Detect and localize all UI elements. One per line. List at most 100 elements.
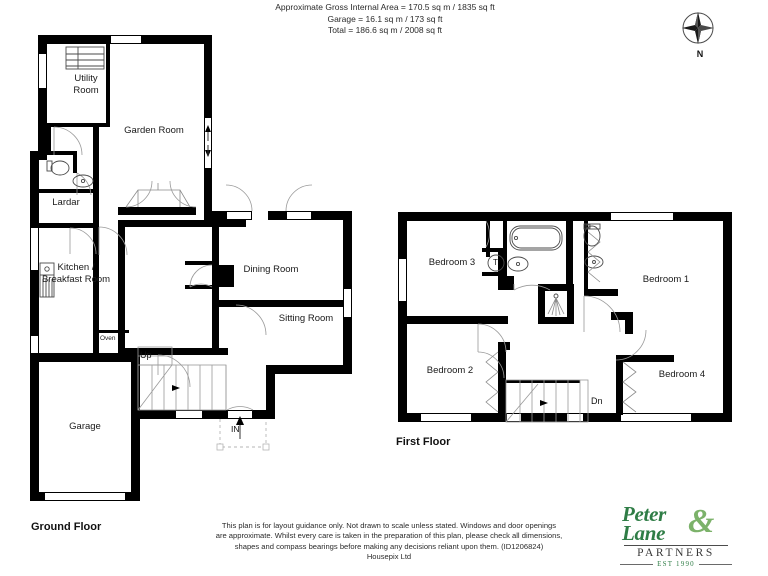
internal-wall: [498, 342, 506, 415]
internal-wall: [118, 348, 228, 355]
wall-segment: [398, 413, 420, 422]
area-summary: Approximate Gross Internal Area = 170.5 …: [240, 2, 530, 37]
tank-cupboard-label: T: [493, 258, 498, 267]
window-opening: [610, 212, 674, 221]
compass-north-label: N: [696, 49, 704, 59]
internal-wall: [93, 223, 99, 353]
wall-segment: [30, 151, 39, 227]
wall-segment: [266, 365, 352, 374]
internal-wall: [482, 272, 502, 276]
wall-segment: [30, 353, 140, 362]
wall-segment: [266, 365, 275, 419]
window-opening: [110, 35, 142, 44]
internal-wall: [538, 284, 574, 291]
ground-floor-details: [39, 46, 313, 451]
compass-rose-icon: [682, 12, 714, 44]
first-floor-plan: Bedroom 3 Bedroom 1 Bedroom 2 Bedroom 4 …: [398, 212, 738, 430]
internal-wall: [93, 127, 99, 249]
wall-segment: [343, 318, 352, 374]
window-opening: [398, 258, 407, 302]
logo-ampersand: &: [688, 503, 715, 540]
logo-dash-left: [620, 563, 654, 565]
stairs-down-label: Dn: [591, 396, 603, 406]
internal-wall: [538, 284, 545, 324]
gross-internal-area-text: Approximate Gross Internal Area = 170.5 …: [275, 2, 495, 12]
internal-wall: [93, 330, 129, 333]
wall-segment: [312, 211, 352, 220]
logo-wordmark: Peter Lane &: [620, 502, 732, 545]
first-floor-title: First Floor: [396, 436, 451, 448]
logo-established-row: EST 1990: [620, 560, 733, 568]
room-label-dining-room: Dining Room: [243, 264, 299, 275]
internal-wall: [506, 380, 580, 383]
internal-wall: [567, 284, 574, 324]
total-area-text: Total = 186.6 sq m / 2008 sq ft: [327, 25, 443, 35]
internal-wall: [503, 221, 507, 287]
first-floor-details: [477, 220, 647, 423]
window-opening: [506, 413, 522, 422]
garage-area-text: Garage = 16.1 sq m / 173 sq ft: [327, 13, 443, 24]
compass: N: [672, 8, 728, 66]
logo-line-2: Lane: [622, 521, 666, 545]
window-opening: [175, 410, 203, 419]
wall-segment: [212, 211, 226, 220]
room-label-utility-room: Utility Room: [73, 73, 99, 96]
wall-segment: [131, 410, 175, 419]
wall-segment: [38, 35, 110, 44]
wall-segment: [398, 212, 407, 258]
disclaimer: This plan is for layout guidance only. N…: [186, 521, 592, 563]
internal-wall: [131, 348, 138, 410]
internal-wall: [118, 220, 125, 355]
disclaimer-line-1: This plan is for layout guidance only. N…: [221, 521, 557, 530]
window-opening: [566, 413, 584, 422]
internal-wall: [212, 220, 219, 355]
wall-segment: [203, 410, 227, 419]
ground-floor-title: Ground Floor: [31, 521, 102, 533]
window-opening: [343, 288, 352, 318]
internal-wall: [212, 265, 234, 287]
internal-wall: [482, 248, 502, 252]
stairs-up-label: Up: [140, 350, 152, 360]
disclaimer-line-3: shapes and compass bearings before makin…: [234, 541, 544, 551]
internal-wall: [185, 261, 215, 265]
wall-segment: [584, 413, 620, 422]
logo-line-1: Peter: [622, 502, 666, 526]
wall-segment: [30, 353, 39, 501]
wall-segment: [398, 212, 610, 221]
internal-wall: [486, 221, 490, 257]
wall-segment: [723, 212, 732, 422]
disclaimer-line-4: Housepix Ltd: [366, 552, 412, 562]
window-opening: [420, 413, 472, 422]
internal-wall: [185, 285, 215, 289]
wall-segment: [30, 492, 44, 501]
wall-segment: [472, 413, 506, 422]
wall-segment: [131, 353, 140, 501]
wall-segment: [30, 271, 39, 353]
wall-segment: [126, 492, 140, 501]
internal-wall: [106, 44, 110, 127]
internal-wall: [47, 123, 110, 127]
logo-established-text: EST 1990: [657, 560, 695, 568]
wall-segment: [674, 212, 732, 221]
internal-wall: [538, 317, 574, 324]
room-label-sitting-room: Sitting Room: [278, 313, 334, 324]
wall-segment: [204, 35, 212, 117]
room-label-bedroom-3: Bedroom 3: [428, 257, 476, 268]
window-opening: [38, 53, 47, 89]
wall-segment: [253, 410, 275, 419]
room-label-lardar: Lardar: [52, 197, 80, 208]
internal-wall: [584, 289, 618, 296]
internal-wall: [39, 151, 77, 155]
room-label-bedroom-1: Bedroom 1: [642, 274, 690, 285]
internal-wall: [73, 151, 77, 173]
room-label-bedroom-4: Bedroom 4: [658, 369, 706, 380]
internal-wall: [584, 221, 588, 289]
internal-wall: [39, 189, 93, 193]
window-opening: [30, 227, 39, 271]
chimney-breast: [118, 207, 196, 215]
french-door-opening: [226, 211, 252, 220]
room-label-bedroom-2: Bedroom 2: [426, 365, 474, 376]
agency-logo: Peter Lane & PARTNERS EST 1990: [620, 502, 733, 568]
wall-segment: [204, 169, 212, 220]
